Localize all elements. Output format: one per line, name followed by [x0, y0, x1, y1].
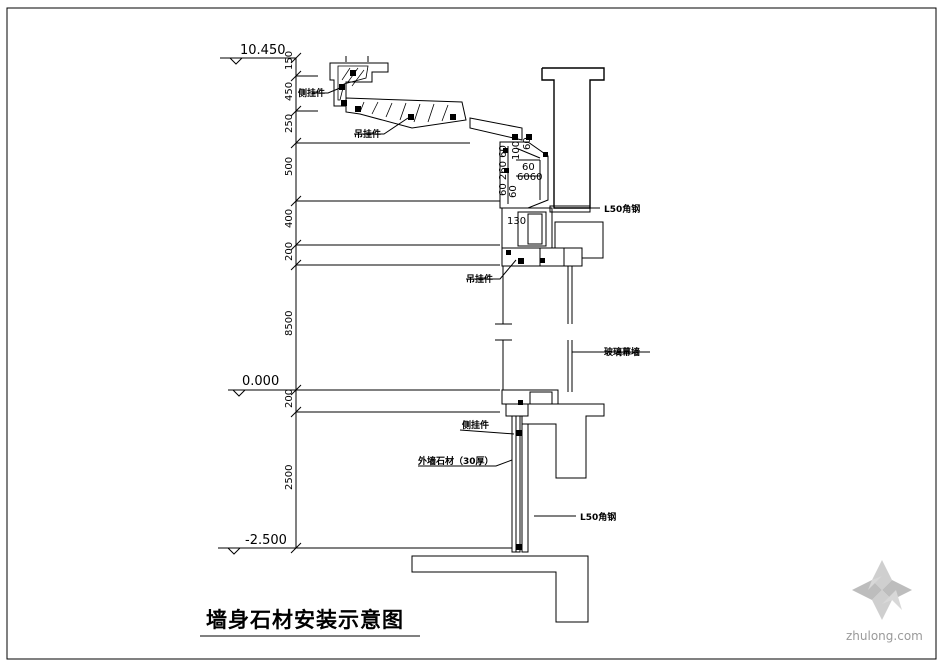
label-hanging-piece-2: 吊挂件: [466, 273, 493, 285]
dim-200-lower: 200: [284, 389, 295, 408]
lower-cladding-detail: [501, 389, 559, 553]
dim-60-b: 60: [508, 185, 519, 198]
svg-text:10.450: 10.450: [240, 43, 286, 58]
label-side-hanger-top: 侧挂件: [298, 87, 325, 99]
dim-8500: 8500: [284, 311, 295, 336]
drawing-title: 墙身石材安装示意图: [206, 608, 404, 632]
dim-2500: 2500: [284, 465, 295, 490]
label-hanging-piece-1: 吊挂件: [354, 128, 381, 140]
watermark-logo-icon: [852, 560, 912, 620]
label-side-hanger-bottom: 侧挂件: [462, 419, 489, 431]
svg-text:-2.500: -2.500: [245, 533, 287, 548]
cornice-stone-assembly: [329, 56, 523, 141]
dim-150: 150: [284, 51, 295, 70]
upper-cladding-detail: [499, 134, 591, 267]
leader-lines: [312, 87, 650, 517]
dim-400: 400: [284, 209, 295, 228]
dim-6060: 6060: [517, 172, 542, 183]
elevation-mark-zero: 0.000: [232, 374, 279, 397]
label-exterior-stone: 外墙石材（30厚）: [417, 455, 494, 467]
dim-130: 130: [507, 216, 526, 227]
dim-60-a: 60: [522, 162, 535, 173]
dim-60-c: 60: [522, 137, 533, 150]
label-glass-curtain-wall: 玻璃幕墙: [604, 346, 640, 358]
label-angle-steel-top: L50角钢: [604, 203, 640, 215]
svg-text:0.000: 0.000: [242, 374, 279, 389]
glass-curtain-wall: [495, 266, 573, 392]
dim-250: 250: [284, 114, 295, 133]
watermark-text: zhulong.com: [846, 629, 923, 643]
dim-60-260-60: 60 260 60: [498, 145, 509, 196]
dim-450: 450: [284, 82, 295, 101]
dim-100: 100: [511, 141, 522, 160]
elevation-mark-top: 10.450: [229, 43, 286, 65]
drawing-frame: [6, 7, 937, 660]
label-angle-steel-bottom: L50角钢: [580, 511, 616, 523]
dim-200-upper: 200: [284, 242, 295, 261]
dimension-chain: [218, 52, 512, 554]
dim-500: 500: [284, 157, 295, 176]
elevation-mark-bottom: -2.500: [227, 533, 287, 555]
concrete-structure: [411, 67, 605, 623]
